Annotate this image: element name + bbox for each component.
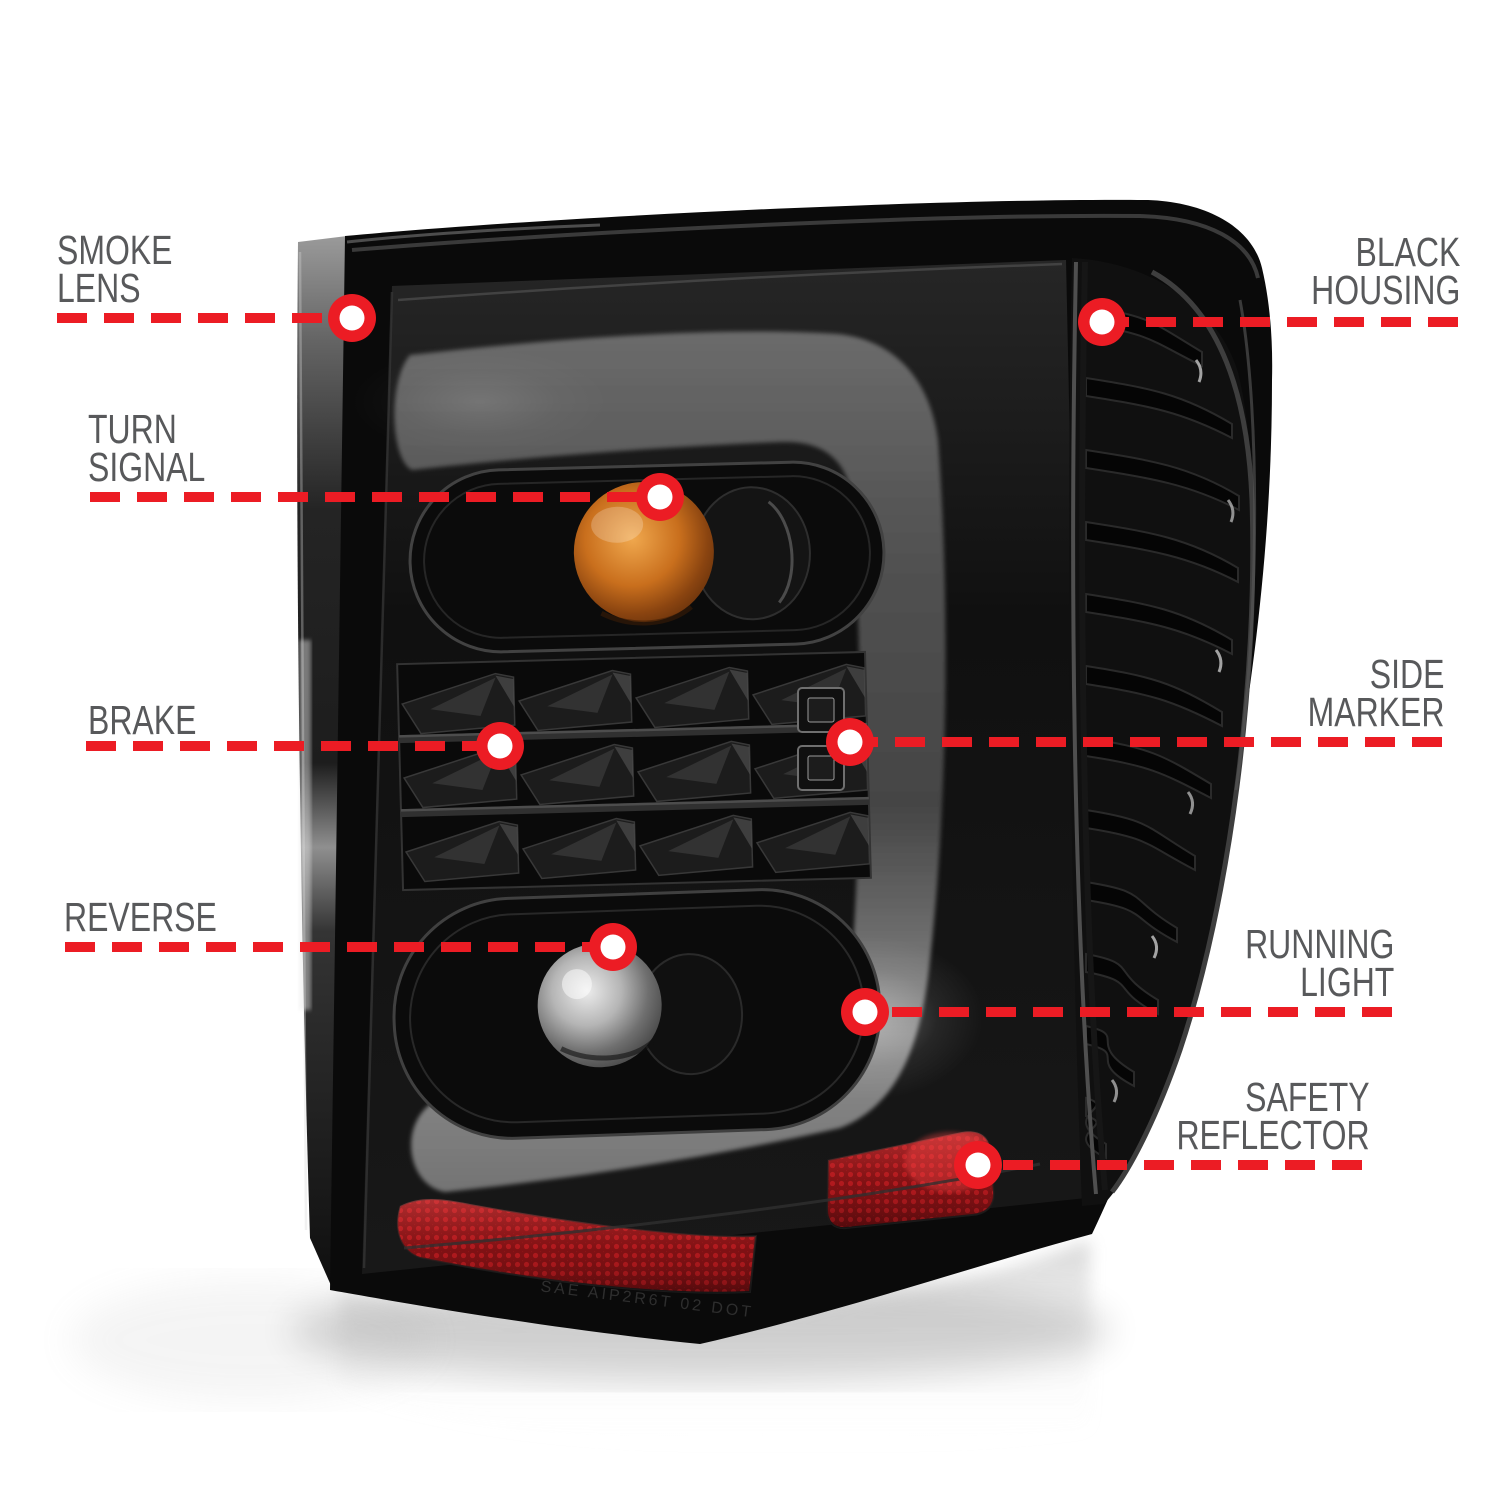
callout-lines	[57, 294, 1458, 1189]
callout-label-reverse: REVERSE	[64, 894, 217, 940]
smoke-lens-marker	[328, 294, 376, 342]
rear-reflector-large	[396, 1198, 758, 1294]
amber-turn-signal-bulb	[573, 482, 714, 623]
brake-marker	[476, 722, 524, 770]
reverse-marker	[589, 923, 637, 971]
safety-reflector-small	[825, 1130, 996, 1230]
side-marker-marker	[826, 718, 874, 766]
brake-led-section	[396, 650, 872, 892]
turn-signal-marker	[636, 473, 684, 521]
black-housing-marker	[1078, 298, 1126, 346]
turn-signal-pocket	[408, 460, 886, 654]
reverse-light-pocket	[392, 888, 882, 1140]
safety-reflector-marker	[954, 1141, 1002, 1189]
black-housing-louvers	[1069, 258, 1257, 1206]
callout-label-brake: BRAKE	[88, 697, 197, 743]
running-light-marker	[841, 988, 889, 1036]
